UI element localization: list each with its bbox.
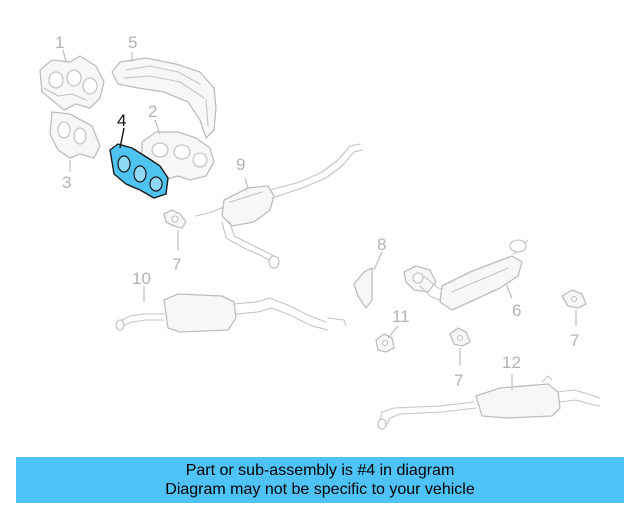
part-8-bracket: [353, 267, 373, 309]
part-3-gasket: [49, 111, 101, 159]
part-7-gasket-right: [561, 289, 587, 309]
callout-5: 5: [128, 33, 137, 52]
callout-12: 12: [502, 353, 521, 372]
part-4-gasket-highlighted: [109, 143, 169, 199]
leader-1: [62, 49, 67, 63]
leader-9: [244, 177, 249, 189]
leader-6: [505, 283, 513, 299]
callout-6: 6: [512, 301, 521, 320]
leader-8: [373, 251, 383, 271]
part-7-gasket-middle: [449, 327, 471, 347]
info-banner: Part or sub-assembly is #4 in diagram Di…: [16, 457, 624, 503]
leader-11: [387, 325, 399, 339]
part-5-heat-shield: [111, 57, 217, 139]
callout-9: 9: [236, 155, 245, 174]
part-9-intermediate-pipe: [195, 143, 363, 269]
part-1-exhaust-manifold: [39, 55, 105, 111]
callout-8: 8: [377, 235, 386, 254]
leader-4: [119, 127, 125, 149]
leader-2: [154, 119, 161, 135]
callout-1: 1: [55, 33, 64, 52]
callout-4: 4: [117, 111, 126, 130]
part-7-gasket-left: [163, 209, 187, 229]
callout-7c: 7: [570, 331, 579, 350]
callout-11: 11: [392, 307, 410, 326]
banner-line-1: Part or sub-assembly is #4 in diagram: [185, 462, 455, 479]
part-6-front-pipe: [403, 239, 529, 311]
callout-3: 3: [62, 173, 71, 192]
part-10-muffler: [115, 293, 347, 333]
callout-7b: 7: [454, 371, 463, 390]
part-12-rear-muffler: [377, 375, 601, 430]
banner-line-2: Diagram may not be specific to your vehi…: [165, 481, 475, 498]
exhaust-parts-diagram: 1 5 2 3 4: [39, 33, 601, 430]
callout-10: 10: [132, 269, 151, 288]
callout-2: 2: [148, 102, 157, 121]
callout-7a: 7: [172, 255, 181, 274]
part-11-hanger: [375, 333, 395, 353]
